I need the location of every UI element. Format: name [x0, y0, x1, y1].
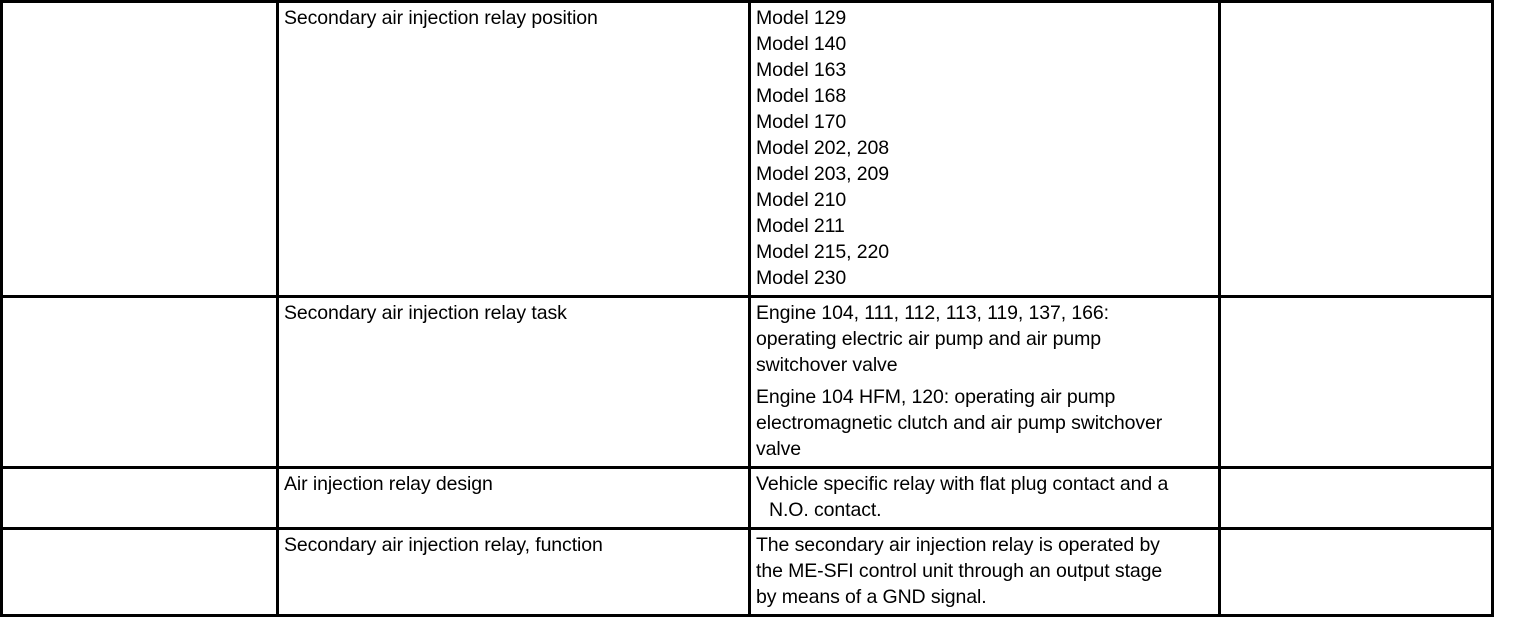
row1-label-cell: Secondary air injection relay position: [276, 0, 751, 298]
row1-col4-cell: [1218, 0, 1494, 298]
row3-col1-cell: [0, 466, 279, 530]
row2-label-cell: Secondary air injection relay task: [276, 295, 751, 469]
row1-value-cell: Model 129 Model 140 Model 163 Model 168 …: [748, 0, 1221, 298]
row4-col1-cell: [0, 527, 279, 617]
list-item: Model 168: [756, 85, 847, 107]
row3-label: Air injection relay design: [284, 473, 493, 495]
row4-label-cell: Secondary air injection relay, function: [276, 527, 751, 617]
row1-label: Secondary air injection relay position: [284, 7, 598, 29]
row4-col4-cell: [1218, 527, 1494, 617]
row3-value-cell: Vehicle specific relay with flat plug co…: [748, 466, 1221, 530]
row2-col4-cell: [1218, 295, 1494, 469]
table-row: Air injection relay design Vehicle speci…: [0, 466, 1494, 530]
paragraph: Engine 104, 111, 112, 113, 119, 137, 166…: [756, 300, 1218, 378]
row1-col1-cell: [0, 0, 279, 298]
row2-col1-cell: [0, 295, 279, 469]
table-row: Secondary air injection relay position M…: [0, 0, 1494, 298]
list-item: Model 215, 220: [756, 241, 890, 263]
list-item: Model 170: [756, 111, 847, 133]
list-item: Model 140: [756, 33, 847, 55]
function-description: The secondary air injection relay is ope…: [751, 530, 1218, 614]
text-line: switchover valve: [756, 354, 898, 376]
text-line: N.O. contact.: [769, 499, 882, 521]
text-line: valve: [756, 438, 802, 460]
table-row: Secondary air injection relay task Engin…: [0, 295, 1494, 469]
text-line: Engine 104 HFM, 120: operating air pump: [756, 386, 1116, 408]
text-line: Engine 104, 111, 112, 113, 119, 137, 166…: [756, 302, 1109, 324]
text-line: electromagnetic clutch and air pump swit…: [756, 412, 1163, 434]
row4-value-cell: The secondary air injection relay is ope…: [748, 527, 1221, 617]
text-line: Vehicle specific relay with flat plug co…: [756, 473, 1169, 495]
row3-col4-cell: [1218, 466, 1494, 530]
list-item: Model 211: [756, 215, 845, 237]
paragraph: Engine 104 HFM, 120: operating air pump …: [756, 384, 1218, 462]
model-list: Model 129 Model 140 Model 163 Model 168 …: [751, 3, 1218, 295]
table-row: Secondary air injection relay, function …: [0, 527, 1494, 617]
list-item: Model 230: [756, 267, 847, 289]
list-item: Model 210: [756, 189, 847, 211]
list-item: Model 163: [756, 59, 847, 81]
task-description: Engine 104, 111, 112, 113, 119, 137, 166…: [751, 298, 1218, 466]
list-item: Model 129: [756, 7, 847, 29]
row4-label: Secondary air injection relay, function: [284, 534, 603, 556]
design-description: Vehicle specific relay with flat plug co…: [751, 469, 1218, 527]
row3-label-cell: Air injection relay design: [276, 466, 751, 530]
text-line: operating electric air pump and air pump: [756, 328, 1102, 350]
list-item: Model 203, 209: [756, 163, 890, 185]
row2-value-cell: Engine 104, 111, 112, 113, 119, 137, 166…: [748, 295, 1221, 469]
text-line: the ME-SFI control unit through an outpu…: [756, 560, 1163, 582]
text-line: The secondary air injection relay is ope…: [756, 534, 1160, 556]
row2-label: Secondary air injection relay task: [284, 302, 567, 324]
list-item: Model 202, 208: [756, 137, 890, 159]
